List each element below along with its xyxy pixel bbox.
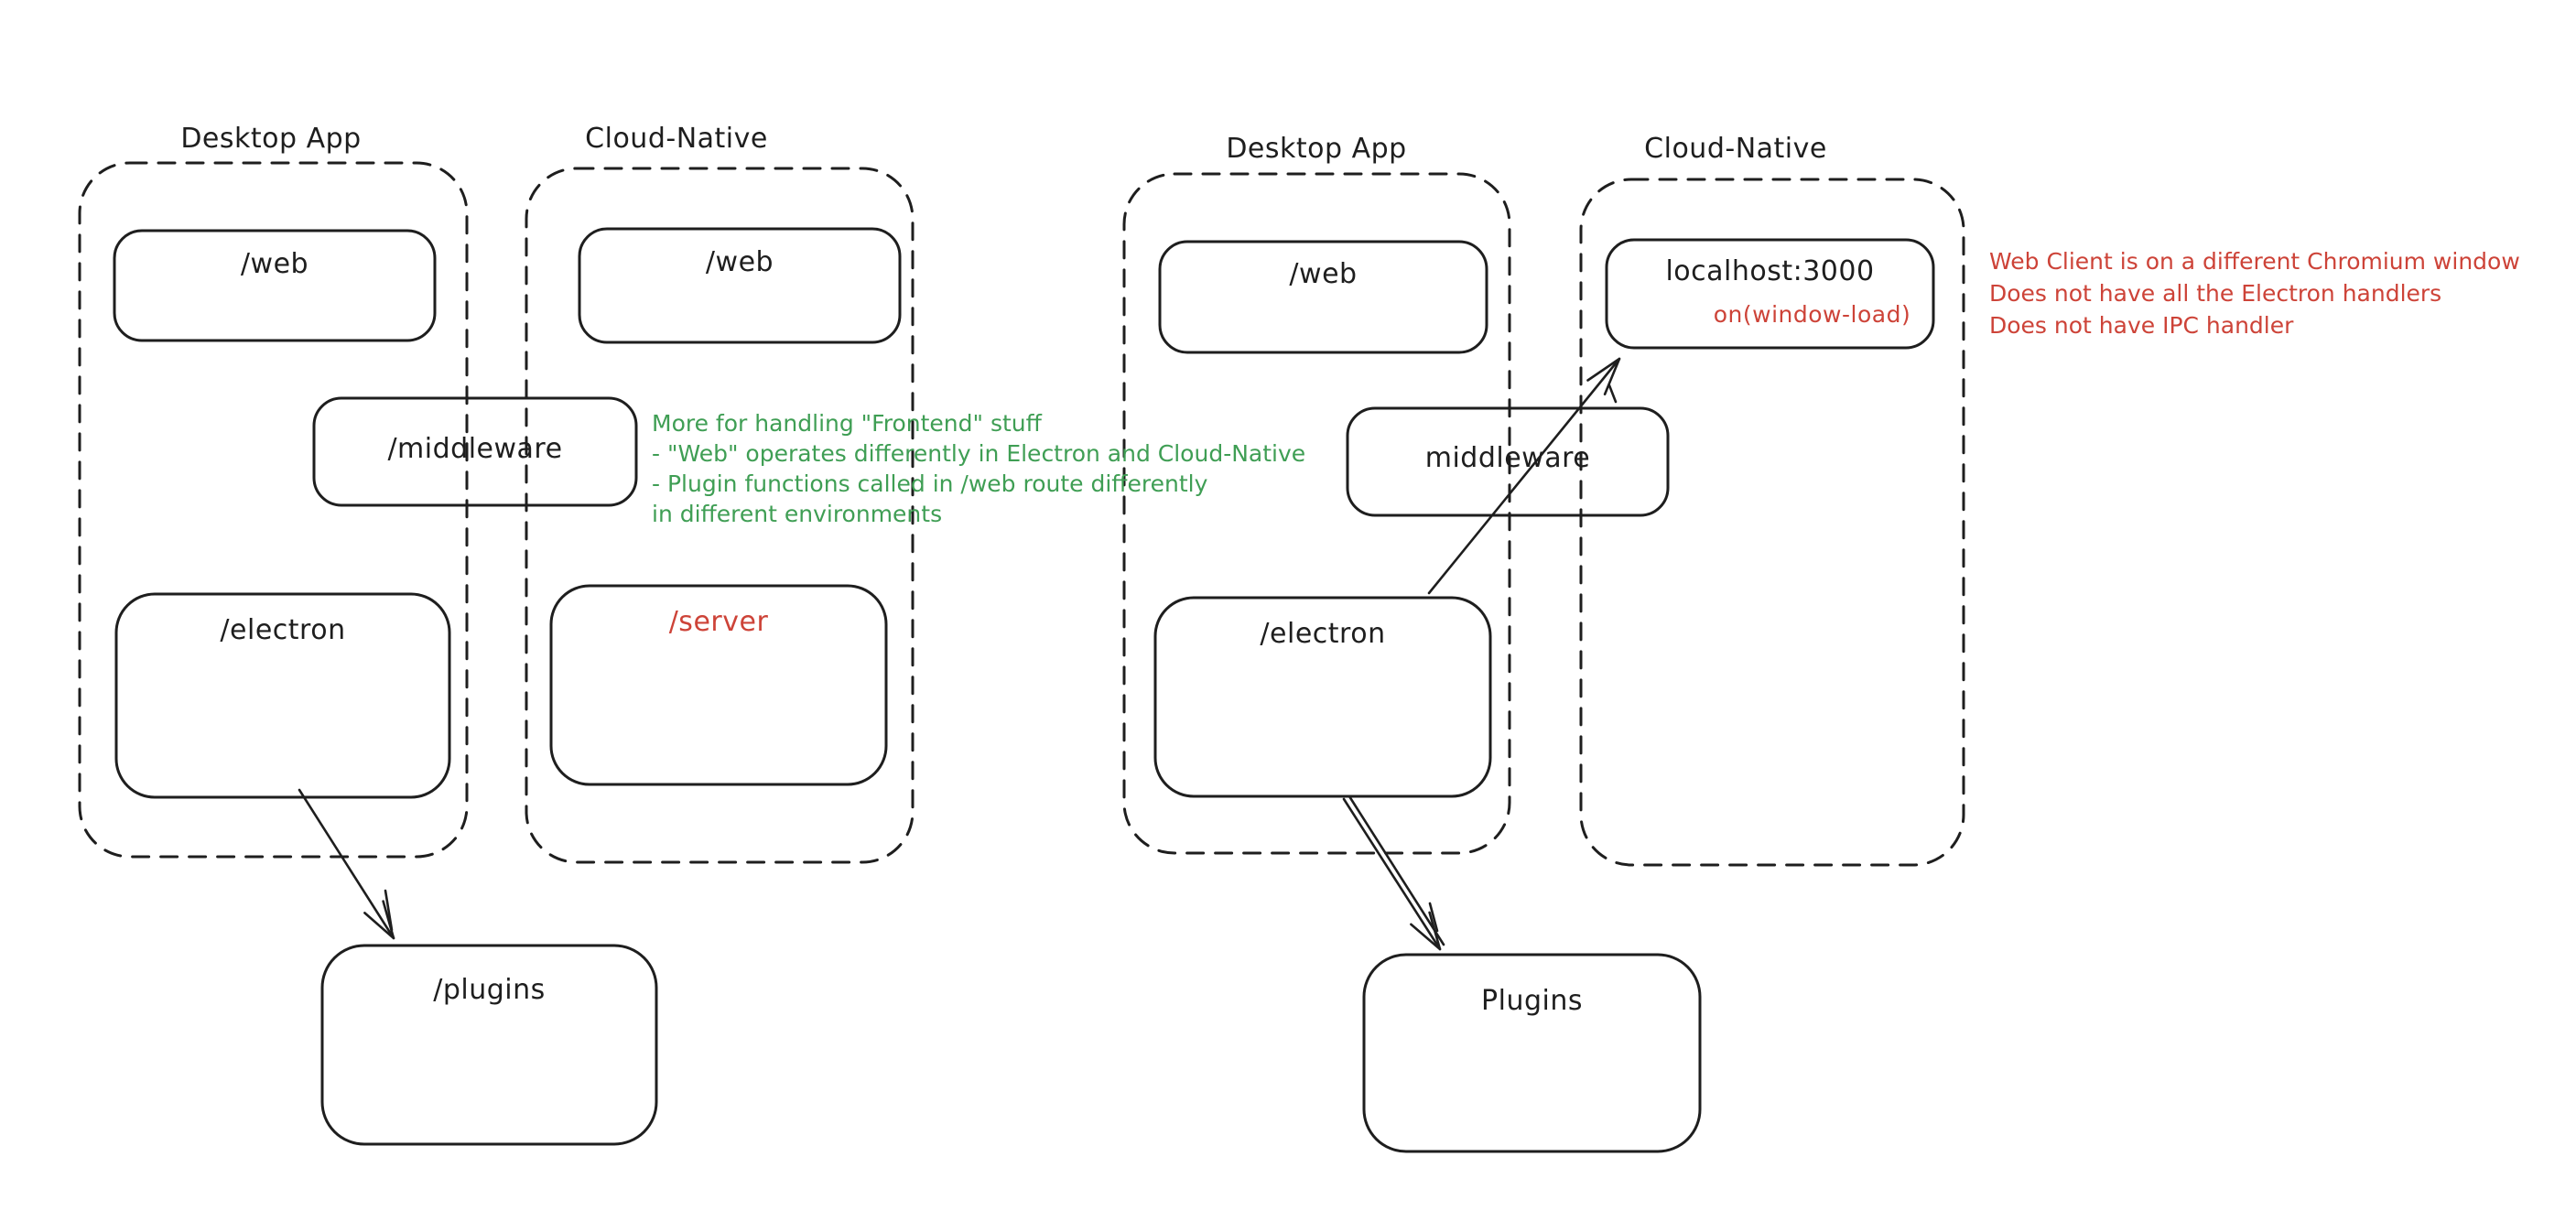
localhost-box [1605, 238, 1935, 350]
web-box-left-cloud [578, 227, 902, 344]
web-label-left-cloud: /web [705, 246, 774, 278]
cloud-native-title-right: Cloud-Native [1644, 133, 1827, 165]
electron-box-right [1153, 596, 1492, 798]
middleware-box-left [312, 396, 638, 507]
desktop-app-title-left: Desktop App [180, 123, 362, 155]
web-label-left-desktop: /web [240, 248, 309, 280]
green-note-line-4: in different environments [652, 501, 943, 527]
electron-to-localhost-arrow [1427, 357, 1621, 595]
electron-label-right: /electron [1260, 618, 1386, 650]
green-note-line-2: - "Web" operates differently in Electron… [652, 440, 1306, 467]
plugins-box-right [1362, 953, 1702, 1153]
web-box-right-desktop [1158, 240, 1488, 354]
cloud-native-container-left [525, 167, 915, 864]
green-note: More for handling "Frontend" stuff - "We… [652, 408, 1305, 529]
on-window-load-label: on(window-load) [1713, 301, 1911, 328]
cloud-native-container-right [1579, 178, 1965, 867]
electron-to-plugins-arrow-right [1342, 794, 1445, 951]
green-note-line-3: - Plugin functions called in /web route … [652, 470, 1208, 497]
red-note-line-3: Does not have IPC handler [1989, 312, 2294, 339]
electron-label-left: /electron [220, 614, 346, 646]
web-box-left-desktop [113, 229, 437, 342]
localhost-label: localhost:3000 [1665, 255, 1875, 287]
middleware-label-left: /middleware [387, 432, 563, 465]
green-note-line-1: More for handling "Frontend" stuff [652, 410, 1042, 437]
web-label-right-desktop: /web [1289, 258, 1358, 290]
server-box [549, 584, 888, 786]
electron-box-left [114, 592, 451, 799]
cloud-native-title-left: Cloud-Native [585, 123, 768, 155]
desktop-app-title-right: Desktop App [1226, 133, 1407, 165]
plugins-box-left [320, 944, 658, 1146]
middleware-box-right [1346, 406, 1670, 517]
desktop-app-container-right [1122, 172, 1511, 855]
red-note-line-2: Does not have all the Electron handlers [1989, 280, 2442, 307]
server-label: /server [668, 606, 769, 638]
red-note: Web Client is on a different Chromium wi… [1989, 245, 2520, 341]
plugins-label-left: /plugins [433, 974, 546, 1006]
electron-to-plugins-arrow-left [298, 788, 395, 940]
desktop-app-container-left [78, 161, 469, 859]
red-note-line-1: Web Client is on a different Chromium wi… [1989, 248, 2520, 275]
plugins-label-right: Plugins [1481, 985, 1583, 1017]
middleware-label-right: middleware [1424, 441, 1591, 474]
